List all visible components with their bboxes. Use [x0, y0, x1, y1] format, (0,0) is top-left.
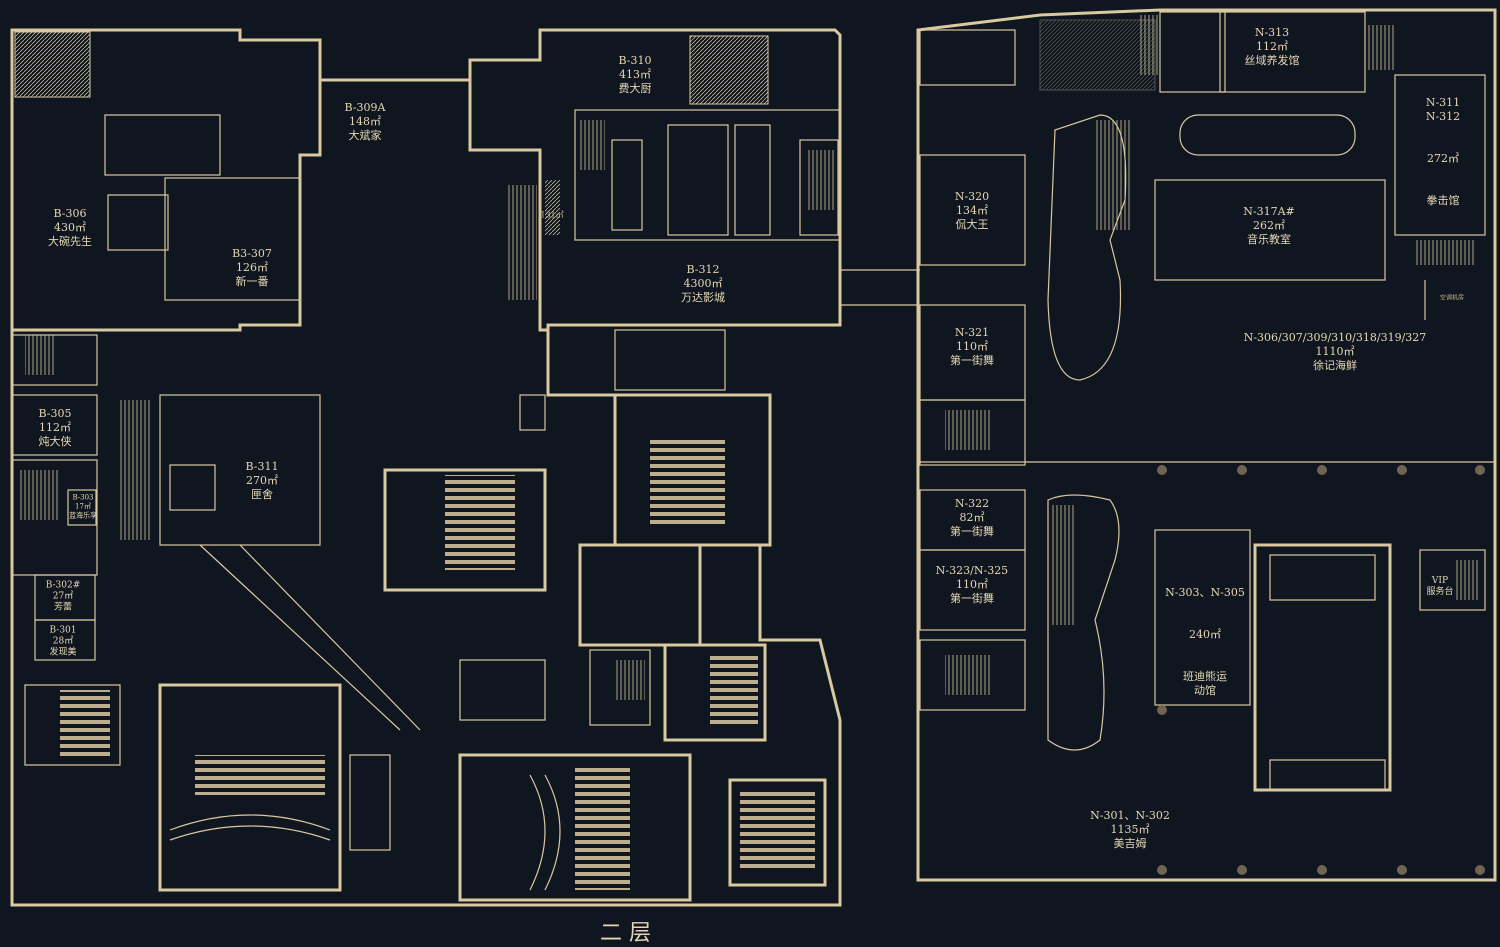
room-name: 费大厨	[618, 82, 652, 95]
room-n322: N-322 82㎡ 第一街舞	[950, 497, 994, 539]
room-area: 240㎡	[1189, 628, 1221, 641]
room-id: N-301、N-302	[1090, 809, 1170, 822]
room-area: 110㎡	[956, 340, 988, 353]
room-name: 班迪熊运 动馆	[1183, 670, 1227, 697]
room-area: 134㎡	[956, 204, 988, 217]
room-name: 炖大侠	[38, 435, 72, 448]
room-area: 1110㎡	[1315, 345, 1355, 358]
room-b302: B-302# 27㎡ 芳蕾	[46, 581, 81, 614]
room-name: 第一街舞	[949, 592, 994, 605]
room-n323-n325: N-323/N-325 110㎡ 第一街舞	[936, 564, 1008, 606]
room-id: B-305	[38, 407, 72, 420]
room-id: N-320	[954, 190, 990, 203]
room-id: B-301	[49, 625, 77, 636]
floor-title: 二 层	[600, 921, 651, 946]
room-id: B-310	[618, 54, 652, 67]
room-id: VIP	[1431, 576, 1449, 586]
room-b306: B-306 430㎡ 大碗先生	[48, 207, 92, 249]
room-n313: N-313 112㎡ 丝域养发馆	[1245, 26, 1300, 68]
room-b301: B-301 28㎡ 发现美	[49, 626, 76, 659]
room-area: 27㎡	[52, 591, 74, 602]
room-area: 112㎡	[1256, 40, 1288, 53]
room-n320: N-320 134㎡ 侃大王	[955, 190, 989, 232]
room-name: 大斌家	[348, 129, 382, 142]
room-id: B-312	[686, 263, 720, 276]
room-id: N-303、N-305	[1165, 586, 1245, 599]
room-name: 第一街舞	[950, 354, 994, 367]
room-area: 270㎡	[246, 474, 278, 487]
room-name: 新一番	[235, 275, 269, 288]
room-n303-n305: N-303、N-305 240㎡ 班迪熊运 动馆	[1165, 558, 1245, 712]
room-area: 82㎡	[959, 511, 985, 524]
room-name: 拳击馆	[1426, 194, 1460, 207]
room-name: 丝域养发馆	[1244, 54, 1300, 67]
label-area-131: 131㎡	[540, 210, 564, 220]
room-id: B-309A	[344, 101, 386, 114]
room-id: N-322	[954, 497, 990, 510]
room-name: 侃大王	[955, 218, 989, 231]
room-name: 音乐教室	[1247, 233, 1291, 246]
room-area: 28㎡	[52, 636, 74, 647]
right-building	[916, 8, 1497, 882]
label-ac-room: 空调机房	[1439, 294, 1465, 302]
room-id: B-302#	[45, 580, 81, 591]
room-n311-n312: N-311 N-312 272㎡ 拳击馆	[1426, 68, 1460, 222]
room-name: 蓝海乐享	[69, 511, 97, 520]
room-area: 4300㎡	[683, 277, 723, 290]
room-area: 430㎡	[54, 221, 86, 234]
room-id: B-311	[245, 460, 279, 473]
room-area: 112㎡	[39, 421, 71, 434]
room-area: 413㎡	[619, 68, 651, 81]
room-area: 148㎡	[348, 115, 381, 128]
room-vip: VIP 服务台	[1426, 576, 1453, 598]
room-name: 服务台	[1426, 587, 1454, 597]
room-name: 大碗先生	[48, 235, 92, 248]
room-id: B-306	[53, 207, 87, 220]
room-b311: B-311 270㎡ 匣舍	[246, 460, 279, 502]
room-b310: B-310 413㎡ 费大厨	[619, 54, 652, 96]
left-building	[10, 28, 842, 907]
room-b3-307: B3-307 126㎡ 新一番	[232, 247, 272, 289]
room-name: 发现美	[49, 647, 77, 658]
room-n306-group: N-306/307/309/310/318/319/327 1110㎡ 徐记海鲜	[1244, 331, 1427, 373]
room-name: 第一街舞	[950, 525, 994, 538]
room-area: 126㎡	[235, 261, 268, 274]
room-area: 110㎡	[955, 578, 988, 591]
room-area: 262㎡	[1253, 219, 1285, 232]
room-n317a: N-317A# 262㎡ 音乐教室	[1243, 205, 1295, 247]
room-name: 匣舍	[251, 488, 273, 501]
structural-grid-dots	[1157, 465, 1485, 875]
room-id: N-311 N-312	[1425, 96, 1461, 123]
room-b312: B-312 4300㎡ 万达影城	[681, 263, 725, 305]
room-b309a: B-309A 148㎡ 大斌家	[345, 101, 386, 143]
room-b305: B-305 112㎡ 炖大侠	[39, 407, 72, 449]
room-id: N-323/N-325	[935, 564, 1009, 577]
room-id: N-313	[1254, 26, 1290, 39]
room-b303: B-303 17㎡ 蓝海乐享	[69, 494, 97, 521]
room-name: 万达影城	[681, 291, 725, 304]
room-id: N-306/307/309/310/318/319/327	[1243, 331, 1427, 344]
room-name: 芳蕾	[53, 602, 73, 613]
room-name: 美吉姆	[1113, 837, 1147, 850]
room-id: B-303	[72, 493, 94, 502]
room-n321: N-321 110㎡ 第一街舞	[950, 326, 994, 368]
room-id: N-321	[954, 326, 990, 339]
room-area: 17㎡	[75, 502, 91, 511]
room-area: 272㎡	[1427, 152, 1459, 165]
room-name: 徐记海鲜	[1313, 359, 1357, 372]
room-n301-n302: N-301、N-302 1135㎡ 美吉姆	[1090, 809, 1170, 851]
room-area: 1135㎡	[1110, 823, 1150, 836]
room-id: N-317A#	[1243, 205, 1295, 218]
room-id: B3-307	[232, 247, 272, 260]
